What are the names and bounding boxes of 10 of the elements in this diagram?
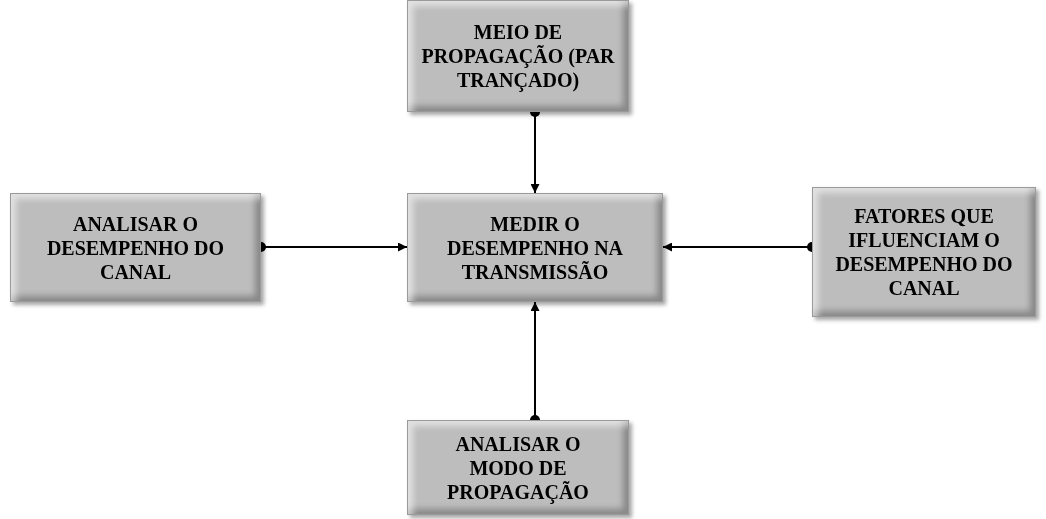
- box-label: ANALISAR O MODO DE PROPAGAÇÃO: [446, 431, 590, 504]
- process-box: [407, 193, 663, 302]
- box-label: MEDIR O DESEMPENHO NA TRANSMISSÃO: [445, 211, 625, 284]
- box-label: ANALISAR O DESEMPENHO DO CANAL: [45, 211, 226, 284]
- process-box: [407, 420, 629, 515]
- process-box: [10, 193, 261, 302]
- process-box: [407, 0, 629, 112]
- process-box: [812, 187, 1036, 317]
- box-label: MEIO DE PROPAGAÇÃO (PAR TRANÇADO): [421, 20, 615, 92]
- box-label: FATORES QUE IFLUENCIAM O DESEMPENHO DO CANAL: [834, 204, 1014, 300]
